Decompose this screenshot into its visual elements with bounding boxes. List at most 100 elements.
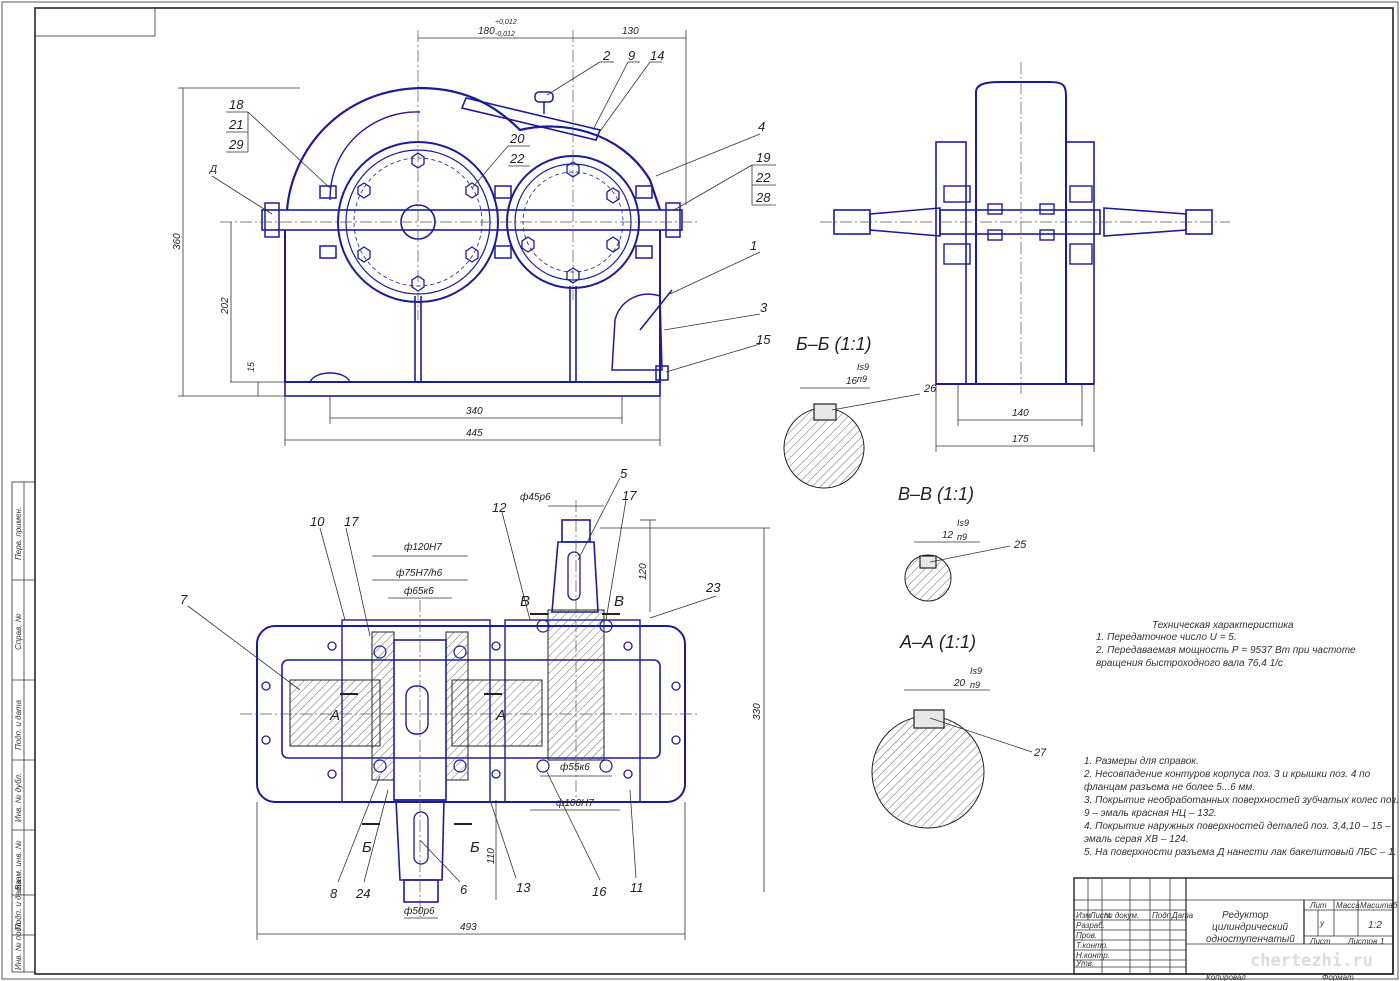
tb-name-2: цилиндрический (1212, 922, 1289, 933)
dim-493: 493 (460, 922, 477, 933)
note-7: эмаль серая ХВ – 124. (1084, 834, 1189, 845)
tech-title: Техническая характеристика (1152, 620, 1294, 631)
dim-tol-lower: -0,012 (495, 31, 515, 38)
tb-list: Лист (1089, 911, 1111, 920)
plan-view: ф45р6 ф120Н7 ф75Н7/h6 ф65к6 120 330 ф55к… (180, 466, 770, 940)
dim-130: 130 (622, 26, 639, 37)
technical-notes: 1. Размеры для справок. 2. Несовпадение … (1083, 756, 1400, 858)
plan-callout-8: 8 (330, 886, 338, 901)
tb-scale-label: Масштаб (1360, 901, 1398, 910)
note-3: фланцам разъема не более 5...6 мм. (1084, 781, 1255, 793)
section-vv-fit-top: Is9 (957, 518, 969, 528)
tb-razrab: Разраб. (1076, 921, 1105, 930)
callout-3: 3 (760, 300, 768, 315)
section-vv-callout: 25 (1013, 539, 1027, 551)
callout-22a: 22 (509, 151, 525, 166)
section-bb: Б–Б (1:1) 16 Is9 п9 26 (783, 334, 937, 489)
tb-name-1: Редуктор (1222, 910, 1269, 921)
tb-izm: Изм (1076, 911, 1091, 920)
tb-utv: Утв. (1075, 959, 1094, 968)
plan-callout-13: 13 (516, 880, 531, 895)
dim-d120: ф120Н7 (404, 541, 442, 553)
tb-sheets-val: 1 (1380, 937, 1384, 946)
note-6: 4. Покрытие наружных поверхностей детале… (1084, 821, 1391, 832)
tb-scale: 1:2 (1368, 920, 1382, 931)
note-2: 2. Несовпадение контуров корпуса поз. 3 … (1083, 769, 1371, 780)
plan-callout-10: 10 (310, 514, 325, 529)
dim-d45: ф45р6 (520, 491, 551, 503)
dim-340: 340 (466, 406, 483, 417)
plan-callout-11: 11 (630, 880, 644, 895)
section-aa-fit-bot: п9 (970, 680, 980, 690)
dim-center-distance: 180 (478, 26, 495, 37)
callout-9: 9 (628, 48, 635, 63)
tech-line-1: 1. Передаточное число U = 5. (1096, 632, 1237, 643)
tb-date: Дата (1171, 911, 1194, 920)
dim-15: 15 (246, 361, 256, 372)
tb-u: у (1319, 919, 1325, 928)
tb-lit: Лит (1309, 901, 1327, 910)
callout-4: 4 (758, 119, 765, 134)
tb-sheets: Листов (1347, 937, 1377, 946)
section-vv-fit-bot: п9 (957, 532, 967, 542)
callout-21: 21 (228, 117, 243, 132)
mark-v2: В (614, 593, 624, 610)
plan-callout-7: 7 (180, 592, 188, 607)
dim-tol-upper: +0,012 (495, 19, 517, 26)
mark-b2: Б (470, 839, 480, 856)
mark-b1: Б (362, 839, 372, 856)
plan-callout-17a: 17 (344, 514, 359, 529)
plan-callout-12: 12 (492, 500, 507, 515)
plan-callout-23: 23 (705, 580, 721, 595)
callout-19: 19 (756, 150, 770, 165)
dim-d55: ф55к6 (560, 761, 590, 773)
mark-a2: А (495, 707, 506, 724)
mark-a1: А (329, 707, 340, 724)
dim-360: 360 (172, 233, 183, 250)
callout-18: 18 (229, 97, 244, 112)
dim-110: 110 (486, 848, 497, 864)
section-aa-dim: 20 (953, 678, 966, 689)
tb-sheet: Лист (1309, 937, 1331, 946)
section-bb-callout: 26 (923, 383, 937, 395)
tb-nkontr: Н.контр. (1076, 951, 1110, 960)
stamp-3: Подп. и дата (14, 699, 23, 750)
stamp-5: Взам. инв. № (14, 840, 23, 890)
note-4: 3. Покрытие необработанных поверхностей … (1084, 794, 1400, 806)
tech-line-3: вращения быстроходного вала 76,4 1/с (1096, 657, 1283, 669)
stamp-7: Инв. № подл. (14, 920, 23, 970)
side-stamp: Перв. примен. Справ. № Подп. и дата Инв.… (11, 481, 36, 973)
watermark: chertezhi.ru (1250, 951, 1373, 971)
section-vv: В–В (1:1) 12 Is9 п9 25 (898, 484, 1027, 602)
callout-20: 20 (509, 131, 525, 146)
stamp-6: Подп. и дата (14, 879, 23, 930)
side-view: 140 175 (820, 62, 1230, 452)
plan-callout-17b: 17 (622, 488, 637, 503)
dim-d50: ф50р6 (404, 905, 435, 917)
section-aa-fit-top: Is9 (970, 666, 982, 676)
section-bb-fit-bot: п9 (857, 374, 867, 384)
tech-characteristics: Техническая характеристика 1. Передаточн… (1095, 620, 1356, 669)
dim-d75: ф75Н7/h6 (396, 567, 443, 579)
tb-mass: Масса (1336, 901, 1360, 910)
callout-22b: 22 (755, 170, 771, 185)
dim-445: 445 (466, 428, 483, 439)
dim-120: 120 (638, 563, 649, 580)
section-vv-title: В–В (1:1) (898, 484, 974, 504)
tb-tkontr: Т.контр. (1076, 941, 1108, 950)
section-bb-dim: 16 (846, 376, 858, 387)
callout-15: 15 (756, 332, 771, 347)
tb-format: Формат (1322, 973, 1354, 981)
tb-podp: Подп. (1152, 911, 1173, 920)
note-8: 5. На поверхности разъема Д нанести лак … (1084, 846, 1396, 858)
tb-name-3: одноступенчатый (1206, 934, 1295, 945)
callout-1: 1 (750, 238, 757, 253)
plan-callout-6: 6 (460, 882, 468, 897)
dim-140: 140 (1012, 408, 1029, 419)
tb-doc: № докум. (1104, 911, 1139, 920)
callout-28: 28 (755, 190, 771, 205)
dim-175: 175 (1012, 434, 1029, 445)
dim-d65: ф65к6 (404, 585, 434, 597)
